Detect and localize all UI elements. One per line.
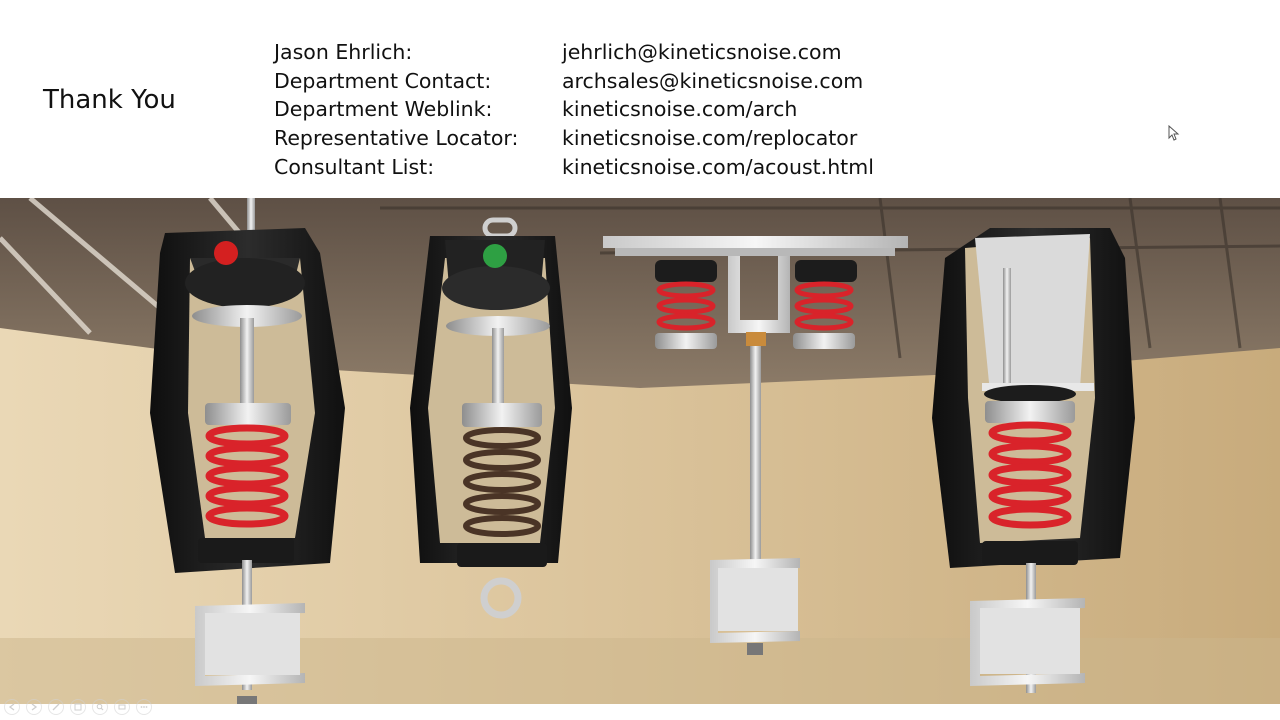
see-all-slides-button[interactable]	[70, 699, 86, 715]
subtitles-icon	[118, 704, 126, 710]
next-button[interactable]	[26, 699, 42, 715]
slides-icon	[74, 703, 82, 711]
contact-label: Consultant List:	[274, 154, 435, 179]
zoom-button[interactable]	[92, 699, 108, 715]
contact-link: kineticsnoise.com/arch	[562, 97, 798, 122]
pen-button[interactable]	[48, 699, 64, 715]
contact-row-consultants: Consultant List: kineticsnoise.com/acous…	[274, 153, 874, 182]
contact-row-department: Department Contact: archsales@kineticsno…	[274, 67, 874, 96]
contact-label: Jason Ehrlich:	[274, 40, 413, 64]
spring-hanger-green-indicator	[410, 217, 572, 619]
contact-list: Jason Ehrlich: jehrlich@kineticsnoise.co…	[274, 38, 874, 182]
slideshow-controls	[4, 699, 152, 715]
contact-email: jehrlich@kineticsnoise.com	[562, 40, 842, 64]
double-spring-hanger	[603, 236, 908, 655]
contact-link: kineticsnoise.com/acoust.html	[562, 154, 874, 179]
spring-hanger-red-indicator	[150, 198, 345, 704]
spring-hangers-photo	[0, 198, 1280, 704]
previous-icon	[8, 703, 15, 711]
contact-label: Department Contact:	[274, 68, 492, 93]
zoom-icon	[96, 703, 104, 711]
next-icon	[31, 703, 38, 711]
contact-label: Department Weblink:	[274, 97, 493, 122]
previous-button[interactable]	[4, 699, 20, 715]
more-options-button[interactable]	[136, 699, 152, 715]
spring-hanger-angle-bracket	[932, 228, 1135, 693]
more-icon	[140, 706, 148, 708]
contact-link: kineticsnoise.com/replocator	[562, 126, 858, 151]
contact-email: archsales@kineticsnoise.com	[562, 68, 864, 93]
contact-row-locator: Representative Locator: kineticsnoise.co…	[274, 124, 874, 153]
contact-label: Representative Locator:	[274, 126, 519, 151]
slide-title: Thank You	[43, 85, 176, 115]
contact-row-jason: Jason Ehrlich: jehrlich@kineticsnoise.co…	[274, 38, 874, 67]
subtitles-button[interactable]	[114, 699, 130, 715]
mouse-pointer-icon	[1168, 125, 1180, 141]
contact-row-weblink: Department Weblink: kineticsnoise.com/ar…	[274, 95, 874, 124]
pen-icon	[52, 703, 60, 711]
